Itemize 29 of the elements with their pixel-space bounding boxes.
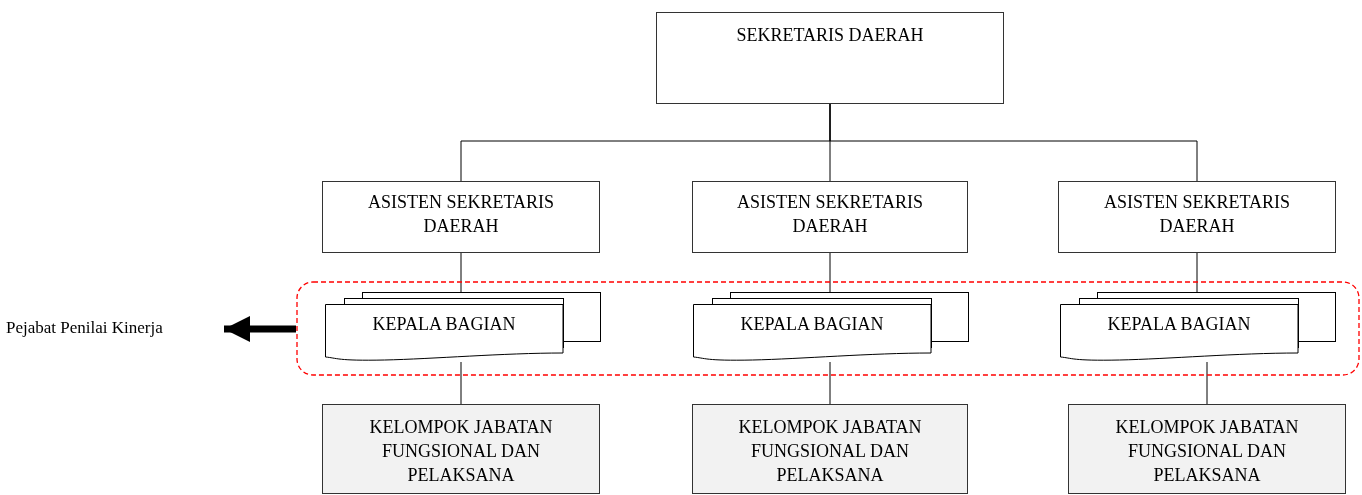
connector-line (829, 252, 831, 293)
connector-line (829, 103, 1198, 182)
multi-document-shape (325, 292, 601, 362)
box-label: KELOMPOK JABATAN FUNGSIONAL DAN PELAKSANA (368, 416, 554, 487)
org-box (692, 181, 968, 253)
box-label: SEKRETARIS DAERAH (735, 24, 925, 47)
dashed-group-outline (296, 281, 1360, 376)
connector-line (1196, 252, 1198, 293)
org-box (322, 404, 600, 494)
box-label: ASISTEN SEKRETARIS DAERAH (1102, 191, 1292, 238)
org-box (1068, 404, 1346, 494)
box-label: KEPALA BAGIAN (739, 313, 885, 336)
text-label: Pejabat Penilai Kinerja (6, 316, 212, 340)
box-label: KEPALA BAGIAN (371, 313, 517, 336)
multi-document-shape (1060, 292, 1336, 362)
multi-document-shape (693, 292, 969, 362)
box-label: KEPALA BAGIAN (1106, 313, 1252, 336)
connector-line (460, 252, 462, 293)
org-box (1058, 181, 1336, 253)
box-label: ASISTEN SEKRETARIS DAERAH (366, 191, 556, 238)
connector-line (829, 361, 831, 405)
box-label: ASISTEN SEKRETARIS DAERAH (735, 191, 925, 238)
org-box (692, 404, 968, 494)
box-label: KELOMPOK JABATAN FUNGSIONAL DAN PELAKSANA (1114, 416, 1300, 487)
connector-line (1206, 361, 1208, 405)
connector-line (460, 361, 462, 405)
org-box (656, 12, 1004, 104)
box-label: KELOMPOK JABATAN FUNGSIONAL DAN PELAKSANA (737, 416, 923, 487)
org-box (322, 181, 600, 253)
